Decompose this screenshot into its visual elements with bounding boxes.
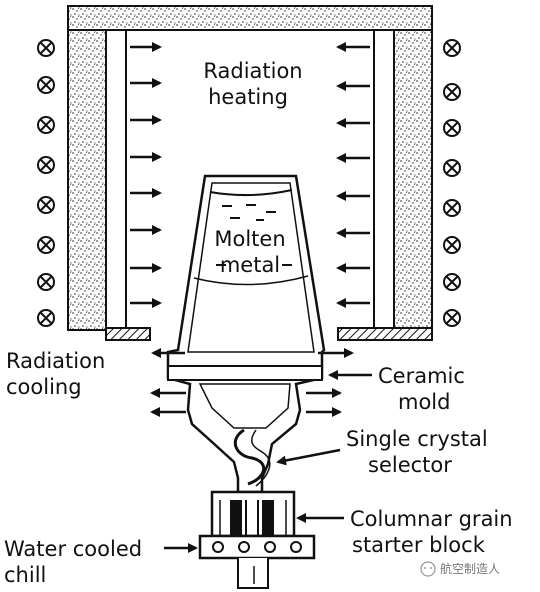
induction-coils-right xyxy=(443,39,461,327)
mold-flange xyxy=(167,365,323,381)
starter-block-label-line1: Columnar grain xyxy=(350,507,513,531)
watermark: 航空制造人 xyxy=(420,561,500,577)
circle-x-icon xyxy=(443,199,461,217)
selector-label-line1: Single crystal xyxy=(346,427,488,451)
selector-inner-wall xyxy=(251,429,271,487)
induction-coils-left xyxy=(37,39,55,327)
chill-label-line2: chill xyxy=(4,563,46,587)
circle-x-icon xyxy=(37,236,55,254)
circle-x-icon xyxy=(443,83,461,101)
selector-leader xyxy=(276,448,341,466)
watermark-text: 航空制造人 xyxy=(440,561,500,576)
circle-x-icon xyxy=(443,273,461,291)
melt-surface-marks xyxy=(216,204,292,266)
circle-x-icon xyxy=(37,196,55,214)
ceramic-mold-label-line2: mold xyxy=(398,390,450,414)
water-cooled-chill xyxy=(198,534,316,589)
cooling-arrows xyxy=(150,348,354,417)
circle-x-icon xyxy=(37,76,55,94)
furnace-insulation xyxy=(67,5,433,341)
molten-metal-label-line2: metal xyxy=(220,253,280,277)
molten-metal-label-line1: Molten xyxy=(214,227,285,251)
selector-label-line2: selector xyxy=(368,453,452,477)
circle-x-icon xyxy=(443,309,461,327)
radiation-cooling-label-line1: Radiation xyxy=(6,349,105,373)
heating-arrows-right xyxy=(336,42,370,308)
furnace-left-wall xyxy=(67,29,107,331)
circle-x-icon xyxy=(443,119,461,137)
chill-label-line1: Water cooled xyxy=(4,537,142,561)
circle-x-icon xyxy=(37,39,55,57)
ceramic-mold xyxy=(166,174,326,494)
single-crystal-selector xyxy=(233,428,265,486)
metal-solid-interface xyxy=(193,275,309,286)
starter-block-label-line2: starter block xyxy=(352,533,486,557)
radiation-heating-label-line2: heating xyxy=(208,85,288,109)
molten-metal-surface xyxy=(209,189,293,197)
right-baffle xyxy=(337,327,433,341)
chill-support-rod xyxy=(237,558,269,589)
furnace-right-wall xyxy=(393,29,433,331)
circle-x-icon xyxy=(37,156,55,174)
furnace-top-wall xyxy=(67,5,433,31)
starter-block xyxy=(210,490,296,538)
circle-x-icon xyxy=(37,116,55,134)
circle-x-icon xyxy=(37,273,55,291)
radiation-heating-label-line1: Radiation xyxy=(203,59,302,83)
left-baffle xyxy=(105,327,151,341)
circle-x-icon xyxy=(37,309,55,327)
mold-lower-bowl xyxy=(198,383,291,429)
ceramic-mold-label-line1: Ceramic xyxy=(378,364,465,388)
right-heater-panel xyxy=(373,29,395,331)
left-heater-panel xyxy=(105,29,127,331)
leader-arrows xyxy=(164,370,372,553)
wechat-logo-icon xyxy=(420,561,436,577)
circle-x-icon xyxy=(443,236,461,254)
circle-x-icon xyxy=(443,159,461,177)
circle-x-icon xyxy=(443,39,461,57)
mold-inner-cavity xyxy=(187,182,315,353)
radiation-cooling-label-line2: cooling xyxy=(6,375,82,399)
heating-arrows-left xyxy=(130,42,162,308)
